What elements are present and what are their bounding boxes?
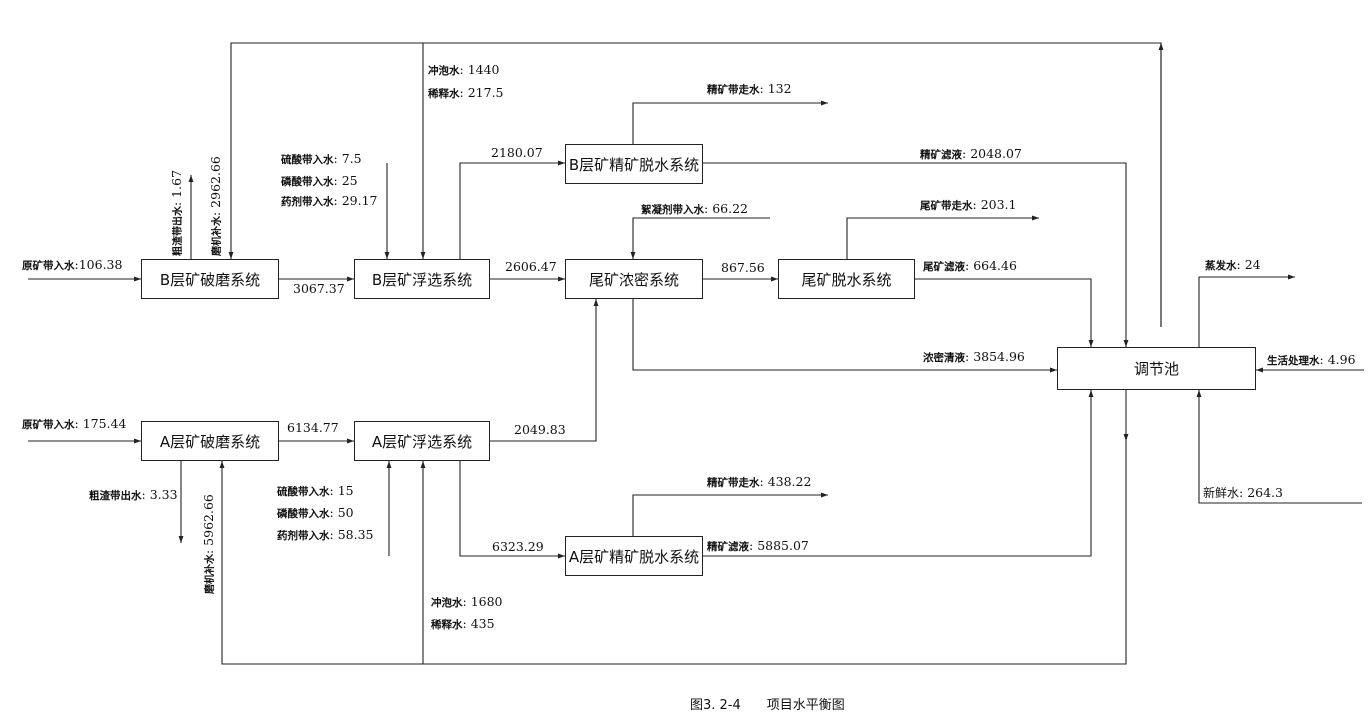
b-coarse-out-label: 粗渣带出水: 1.67 — [169, 169, 184, 256]
b-h2so4-label: 硫酸带入水: 7.5 — [281, 151, 362, 166]
figure-caption: 图3. 2-4 项目水平衡图 — [690, 694, 871, 713]
a-h2so4-label: 硫酸带入水: 15 — [277, 483, 354, 498]
b-float-to-thick-label: 2606.47 — [505, 259, 557, 274]
flocculant-label: 絮凝剂带入水: 66.22 — [641, 201, 748, 216]
a-grind-to-float-label: 6134.77 — [287, 420, 339, 435]
b-raw-label: 原矿带入水:106.38 — [22, 257, 123, 272]
b-reagent-label: 药剂带入水: 29.17 — [281, 193, 378, 208]
flow-a-float-to-thick — [490, 299, 599, 442]
thick-overflow-label: 浓密清液: 3854.96 — [923, 349, 1025, 364]
flow-fresh — [1196, 390, 1362, 504]
flow-b-float-to-conc — [459, 160, 565, 259]
domestic-label: 生活处理水: 4.96 — [1267, 352, 1356, 367]
flow-tail-filtrate — [915, 278, 1094, 347]
caption-number: 图3. 2-4 — [690, 698, 741, 713]
flow-flocculant — [630, 217, 770, 259]
b-grind-to-float-label: 3067.37 — [293, 281, 345, 296]
b-h3po4-label: 磷酸带入水: 25 — [281, 173, 358, 188]
b-flush-label: 冲泡水: 1440 — [428, 62, 500, 77]
a-conc-box: A层矿精矿脱水系统 — [565, 536, 703, 576]
pool-box: 调节池 — [1057, 347, 1256, 390]
thick-to-dewater-label: 867.56 — [721, 260, 765, 275]
a-flush-label: 冲泡水: 1680 — [431, 594, 503, 609]
a-reagent-label: 药剂带入水: 58.35 — [277, 527, 374, 542]
a-dilute-label: 稀释水: 435 — [431, 616, 495, 631]
b-float-to-conc-label: 2180.07 — [491, 145, 543, 160]
a-h3po4-label: 磷酸带入水: 50 — [277, 505, 354, 520]
flow-evaporation — [1198, 274, 1295, 347]
caption-title: 项目水平衡图 — [766, 698, 845, 713]
b-grind-box: B层矿破磨系统 — [141, 259, 279, 299]
b-conc-filtrate-label: 精矿滤液: 2048.07 — [920, 146, 1022, 161]
tail-dewater-box: 尾矿脱水系统 — [778, 259, 915, 299]
a-coarse-out-label: 粗渣带出水: 3.33 — [89, 487, 178, 502]
flow-bottom-loop — [219, 441, 1127, 665]
b-dilute-label: 稀释水: 217.5 — [428, 85, 504, 100]
b-conc-out-label: 精矿带走水: 132 — [707, 81, 792, 96]
flow-a-conc-out — [632, 492, 828, 536]
a-conc-out-label: 精矿带走水: 438.22 — [707, 474, 812, 489]
b-mill-add-label: 磨机补水: 2962.66 — [208, 156, 223, 256]
flow-thick-overflow — [632, 299, 1057, 373]
fresh-label: 新鲜水: 264.3 — [1203, 485, 1283, 500]
tail-thick-box: 尾矿浓密系统 — [565, 259, 703, 299]
a-float-box: A层矿浮选系统 — [354, 421, 490, 461]
evaporation-label: 蒸发水: 24 — [1205, 257, 1261, 272]
a-grind-box: A层矿破磨系统 — [141, 421, 279, 461]
a-float-to-conc-label: 6323.29 — [492, 539, 544, 554]
b-float-box: B层矿浮选系统 — [354, 259, 490, 299]
flow-b-conc-filtrate — [703, 162, 1129, 347]
tail-out-label: 尾矿带走水: 203.1 — [920, 197, 1017, 212]
a-mill-add-label: 磨机补水: 5962.66 — [201, 494, 216, 594]
a-raw-label: 原矿带入水: 175.44 — [22, 416, 127, 431]
flow-a-conc-filtrate — [703, 390, 1094, 557]
flow-b-conc-out — [632, 100, 828, 144]
b-conc-box: B层矿精矿脱水系统 — [565, 144, 703, 184]
flow-tail-out — [846, 215, 1039, 259]
a-conc-filtrate-label: 精矿滤液: 5885.07 — [707, 538, 809, 553]
flow-a-float-to-conc — [459, 461, 565, 559]
a-float-to-thick-label: 2049.83 — [514, 422, 566, 437]
tail-filtrate-label: 尾矿滤液: 664.46 — [923, 258, 1017, 273]
